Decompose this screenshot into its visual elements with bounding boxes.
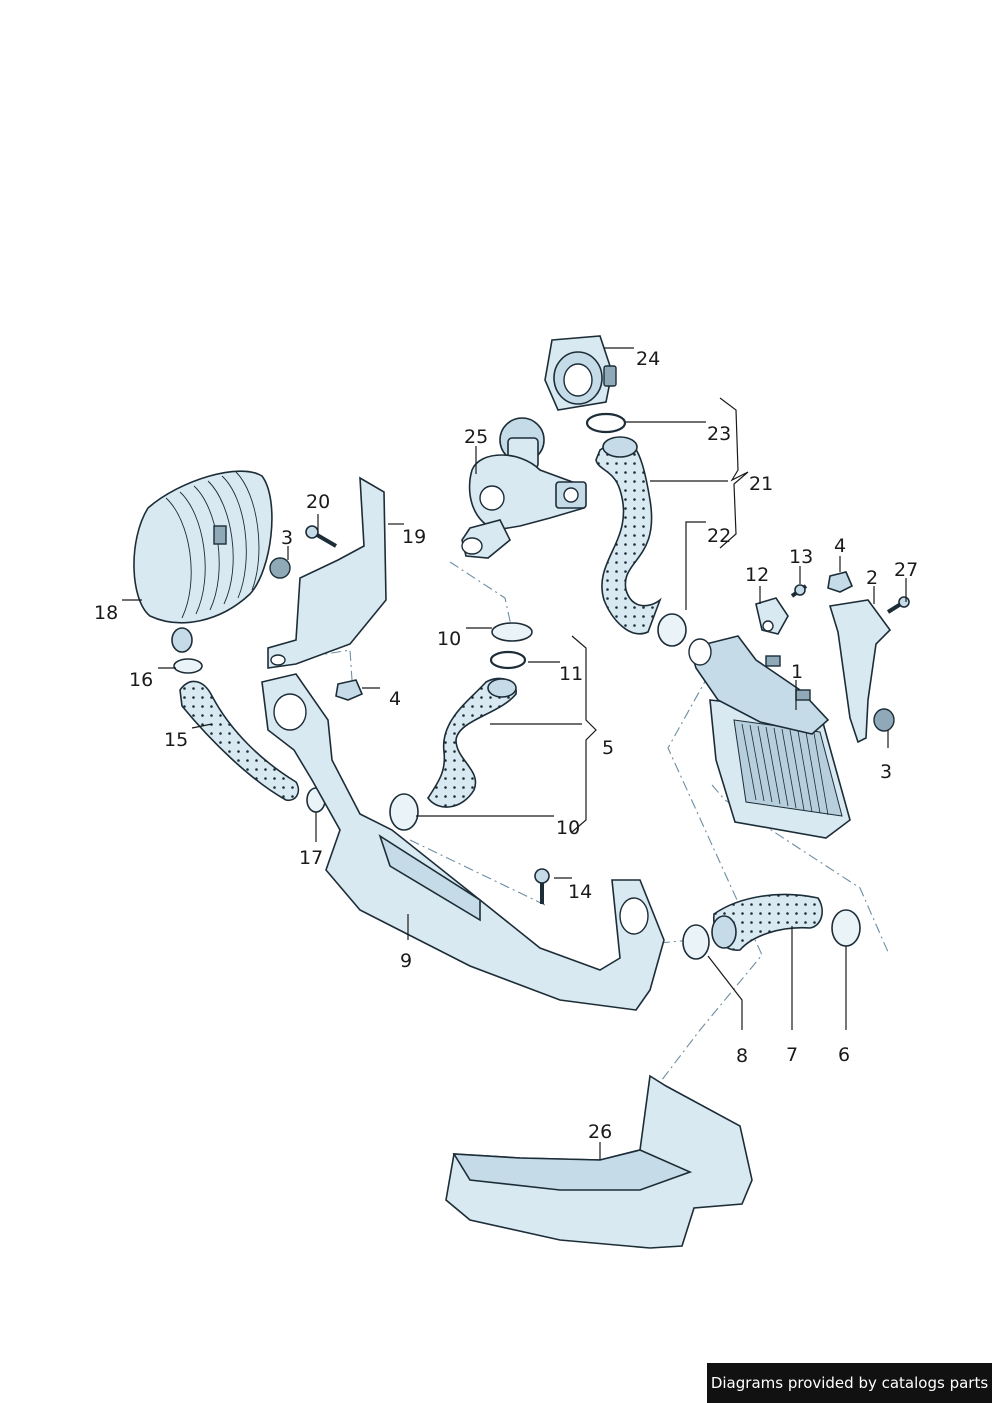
callout-labels: 1 2 3 3 4 4 5 6 7 8 9 10 10 11 12 13 14 … xyxy=(94,348,918,1143)
callout-4-right: 4 xyxy=(834,535,846,557)
callout-10-bottom: 10 xyxy=(556,817,580,839)
callout-21: 21 xyxy=(749,473,773,495)
callout-18: 18 xyxy=(94,602,118,624)
turbocharger xyxy=(461,417,587,559)
bolt-14 xyxy=(534,868,550,904)
callout-2: 2 xyxy=(866,567,878,589)
callout-23: 23 xyxy=(707,423,731,445)
grommet-3-right xyxy=(873,708,895,732)
callout-15: 15 xyxy=(164,729,188,751)
o-ring-11 xyxy=(489,650,527,670)
callout-24: 24 xyxy=(636,348,660,370)
hose-end-5 xyxy=(487,678,517,698)
heat-shield-hole xyxy=(270,654,286,666)
bolt-20 xyxy=(305,525,338,548)
callout-20: 20 xyxy=(306,491,330,513)
callout-11: 11 xyxy=(559,663,583,685)
charge-air-hose-5 xyxy=(427,677,517,808)
hose-15 xyxy=(179,680,300,802)
bolt-13 xyxy=(790,584,808,598)
heat-shield-19 xyxy=(267,476,387,669)
callout-1: 1 xyxy=(791,661,803,683)
callout-27: 27 xyxy=(894,559,918,581)
hose-clamp-22 xyxy=(657,613,687,647)
hose-clamp-6 xyxy=(831,909,861,947)
callout-5: 5 xyxy=(602,737,614,759)
bracket-2 xyxy=(828,599,892,744)
hose-clamp-10-top xyxy=(491,622,533,642)
hose-clamp-10-bottom xyxy=(389,793,419,831)
charge-air-pipe-9 xyxy=(261,673,665,1011)
pressure-sensor-12 xyxy=(755,597,789,635)
callout-8: 8 xyxy=(736,1045,748,1067)
callout-3-left: 3 xyxy=(281,527,293,549)
grommet-3-left xyxy=(269,557,291,579)
callout-25: 25 xyxy=(464,426,488,448)
hose-end-7 xyxy=(711,915,737,949)
callout-14: 14 xyxy=(568,881,592,903)
footer-credit: Diagrams provided by catalogs parts xyxy=(707,1363,992,1403)
callout-10-top: 10 xyxy=(437,628,461,650)
throttle-body xyxy=(544,335,617,411)
air-duct-26-inner xyxy=(452,1149,693,1191)
nut-4-left xyxy=(335,679,364,701)
callout-9: 9 xyxy=(400,950,412,972)
callout-17: 17 xyxy=(299,847,323,869)
intercooler xyxy=(688,635,851,839)
callout-6: 6 xyxy=(838,1044,850,1066)
hose-clamp-16 xyxy=(173,658,203,674)
callout-19: 19 xyxy=(402,526,426,548)
callout-13: 13 xyxy=(789,546,813,568)
hose-7 xyxy=(713,893,823,951)
charge-air-hose-21 xyxy=(595,439,662,635)
callout-26: 26 xyxy=(588,1121,612,1143)
hose-end-21 xyxy=(602,436,638,458)
reservoir xyxy=(133,470,273,653)
callout-4-left: 4 xyxy=(389,688,401,710)
callout-7: 7 xyxy=(786,1044,798,1066)
o-ring-23 xyxy=(585,412,627,434)
leader-lines xyxy=(122,347,907,1160)
callout-3-right: 3 xyxy=(880,761,892,783)
callout-12: 12 xyxy=(745,564,769,586)
callout-16: 16 xyxy=(129,669,153,691)
nut-4-right xyxy=(827,571,854,593)
hose-clamp-8 xyxy=(682,924,710,960)
callout-22: 22 xyxy=(707,525,731,547)
